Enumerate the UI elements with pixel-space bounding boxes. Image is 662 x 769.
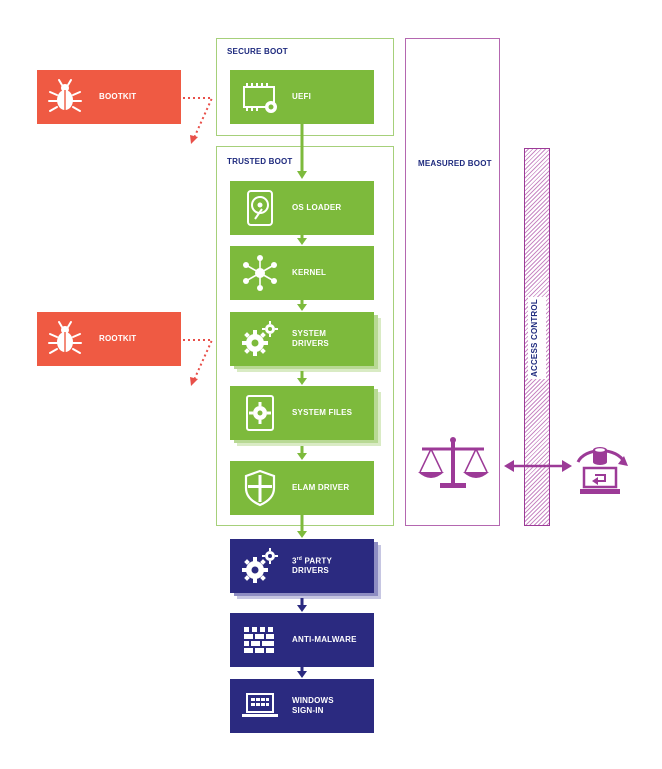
uefi-label: UEFI [292, 92, 312, 101]
bootkit-attack-path [183, 97, 214, 139]
system-files-label: SYSTEM FILES [292, 408, 353, 417]
trusted-boot-group: TRUSTED BOOT [216, 146, 394, 526]
gears-icon [242, 548, 278, 583]
shield-icon [244, 469, 276, 507]
measured-boot-group: MEASURED BOOT [405, 38, 500, 526]
bootkit-arrowhead [190, 135, 198, 144]
system-drivers-box: SYSTEM DRIVERS [230, 312, 374, 366]
flow-arrowhead [297, 171, 307, 179]
double-arrow-icon [504, 460, 572, 472]
elam-driver-label: ELAM DRIVER [292, 483, 350, 492]
secure-boot-group: SECURE BOOT [216, 38, 394, 136]
anti-malware-label: ANTI-MALWARE [292, 635, 357, 644]
flow-arrowhead [297, 453, 307, 460]
scales-icon [418, 437, 489, 488]
access-control-label-bg [528, 297, 546, 379]
secure-boot-label: SECURE BOOT [227, 47, 288, 56]
gears-icon [242, 321, 278, 356]
os-loader-label: OS LOADER [292, 203, 342, 212]
gear-document-icon [246, 395, 274, 431]
elam-driver-box: ELAM DRIVER [230, 461, 374, 515]
third-party-drivers-line2: DRIVERS [292, 566, 329, 576]
network-hub-icon [243, 255, 277, 291]
bug-icon [48, 79, 82, 112]
flow-arrowhead [297, 671, 307, 678]
remote-attestation-icon [576, 447, 628, 494]
windows-signin-box: WINDOWS SIGN-IN [230, 679, 374, 733]
windows-signin-line2: SIGN-IN [292, 706, 324, 715]
system-drivers-line2: DRIVERS [292, 339, 329, 348]
third-party-drivers-box: 3rd PARTY DRIVERS [230, 539, 374, 593]
windows-signin-line1: WINDOWS [292, 696, 334, 705]
measured-boot-label: MEASURED BOOT [418, 159, 492, 168]
kernel-label: KERNEL [292, 268, 327, 277]
os-loader-box: OS LOADER [230, 181, 374, 235]
bootkit-label: BOOTKIT [99, 92, 137, 101]
flow-arrowhead [297, 378, 307, 385]
third-party-drivers-line1: 3rd PARTY [292, 555, 333, 566]
access-control-bar: ACCESS CONTROL [524, 148, 550, 526]
flow-arrowhead [297, 605, 307, 612]
flow-arrowhead [297, 531, 307, 538]
hard-disk-icon [247, 190, 273, 226]
chip-icon [243, 83, 277, 113]
firewall-icon [244, 627, 274, 653]
windows-signin-label: WINDOWS SIGN-IN [292, 679, 334, 733]
rootkit-label: ROOTKIT [99, 334, 137, 343]
anti-malware-box: ANTI-MALWARE [230, 613, 374, 667]
rootkit-attack-path [183, 339, 214, 381]
uefi-box: UEFI [230, 70, 374, 124]
third-party-sup: rd [296, 555, 303, 562]
rootkit-arrowhead [190, 377, 198, 386]
bug-icon [48, 321, 82, 354]
system-drivers-label: SYSTEM DRIVERS [292, 312, 329, 366]
flow-arrowhead [297, 304, 307, 311]
kernel-box: KERNEL [230, 246, 374, 300]
bootkit-box: BOOTKIT [37, 70, 181, 124]
flow-arrowhead [297, 238, 307, 245]
rootkit-box: ROOTKIT [37, 312, 181, 366]
trusted-boot-label: TRUSTED BOOT [227, 157, 293, 166]
laptop-icon [242, 693, 278, 717]
system-drivers-line1: SYSTEM [292, 329, 327, 338]
third-party-drivers-label: 3rd PARTY DRIVERS [292, 539, 332, 593]
system-files-box: SYSTEM FILES [230, 386, 374, 440]
